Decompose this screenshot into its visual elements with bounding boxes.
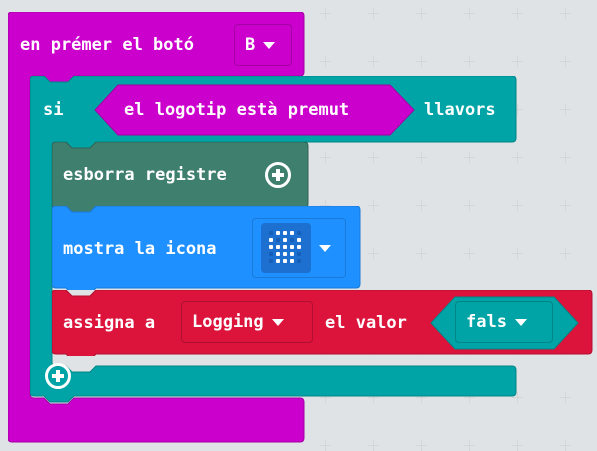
then-keyword: llavors	[424, 100, 496, 120]
grid-cross	[368, 248, 379, 259]
led-pixel	[283, 238, 287, 242]
led-pixel	[283, 259, 287, 263]
assign-label: assigna a	[63, 313, 156, 333]
led-pixel	[276, 259, 280, 263]
led-pixel	[290, 259, 294, 263]
button-dropdown[interactable]: B	[234, 24, 292, 66]
led-pixel	[283, 245, 287, 249]
value-label: el valor	[325, 313, 407, 333]
grid-cross	[512, 392, 523, 403]
led-pixel	[276, 245, 280, 249]
led-pixel	[297, 259, 301, 263]
variable-dropdown[interactable]: Logging	[181, 301, 313, 343]
grid-cross	[368, 440, 379, 451]
add-else-plus-icon[interactable]	[45, 363, 71, 389]
led-pixel	[290, 238, 294, 242]
led-pixel	[297, 231, 301, 235]
grid-cross	[368, 392, 379, 403]
grid-cross	[560, 104, 571, 115]
add-plus-icon[interactable]	[265, 162, 291, 188]
grid-cross	[560, 248, 571, 259]
grid-cross	[512, 248, 523, 259]
grid-cross	[320, 392, 331, 403]
if-keyword: si	[43, 100, 64, 120]
show-icon-label: mostra la icona	[63, 239, 217, 259]
chevron-down-icon	[319, 244, 331, 252]
led-pixel	[297, 238, 301, 242]
variable-value: Logging	[192, 312, 264, 332]
grid-cross	[464, 248, 475, 259]
led-pixel	[269, 252, 273, 256]
boolean-value: fals	[466, 312, 507, 332]
grid-cross	[560, 392, 571, 403]
grid-cross	[416, 440, 427, 451]
chevron-down-icon	[271, 318, 284, 326]
grid-cross	[464, 392, 475, 403]
led-pixel	[276, 231, 280, 235]
grid-cross	[368, 152, 379, 163]
grid-cross	[416, 200, 427, 211]
condition-shape[interactable]	[94, 84, 416, 136]
condition-label: el logotip està premut	[124, 100, 350, 120]
grid-cross	[512, 56, 523, 67]
chevron-down-icon	[514, 318, 527, 326]
grid-cross	[464, 200, 475, 211]
grid-cross	[416, 56, 427, 67]
grid-cross	[464, 152, 475, 163]
led-pixel	[290, 231, 294, 235]
grid-cross	[560, 8, 571, 19]
led-pixel	[269, 245, 273, 249]
grid-cross	[560, 200, 571, 211]
chevron-down-icon	[263, 41, 276, 49]
icon-preview	[261, 223, 311, 273]
led-pixel	[276, 238, 280, 242]
grid-cross	[416, 8, 427, 19]
grid-cross	[368, 200, 379, 211]
grid-cross	[368, 8, 379, 19]
led-pixel	[269, 238, 273, 242]
grid-cross	[464, 8, 475, 19]
grid-cross	[320, 152, 331, 163]
grid-cross	[416, 248, 427, 259]
clear-log-label: esborra registre	[63, 165, 227, 185]
led-pixel	[290, 252, 294, 256]
event-label: en prémer el botó	[20, 35, 194, 55]
led-pixel	[297, 245, 301, 249]
led-pixel	[290, 245, 294, 249]
grid-cross	[416, 392, 427, 403]
led-pixel	[297, 252, 301, 256]
led-pixel	[276, 252, 280, 256]
grid-cross	[560, 56, 571, 67]
button-value: B	[245, 35, 256, 55]
grid-cross	[320, 56, 331, 67]
grid-cross	[464, 440, 475, 451]
grid-cross	[512, 104, 523, 115]
grid-cross	[560, 440, 571, 451]
grid-cross	[560, 152, 571, 163]
skull-icon	[269, 231, 301, 263]
led-pixel	[269, 231, 273, 235]
grid-cross	[512, 152, 523, 163]
grid-cross	[512, 8, 523, 19]
icon-dropdown[interactable]	[252, 218, 346, 278]
led-pixel	[283, 252, 287, 256]
grid-cross	[320, 440, 331, 451]
grid-cross	[368, 56, 379, 67]
grid-cross	[416, 152, 427, 163]
led-pixel	[269, 259, 273, 263]
grid-cross	[320, 8, 331, 19]
grid-cross	[512, 440, 523, 451]
grid-cross	[464, 56, 475, 67]
grid-cross	[512, 200, 523, 211]
led-pixel	[283, 231, 287, 235]
boolean-dropdown[interactable]: fals	[455, 301, 553, 343]
